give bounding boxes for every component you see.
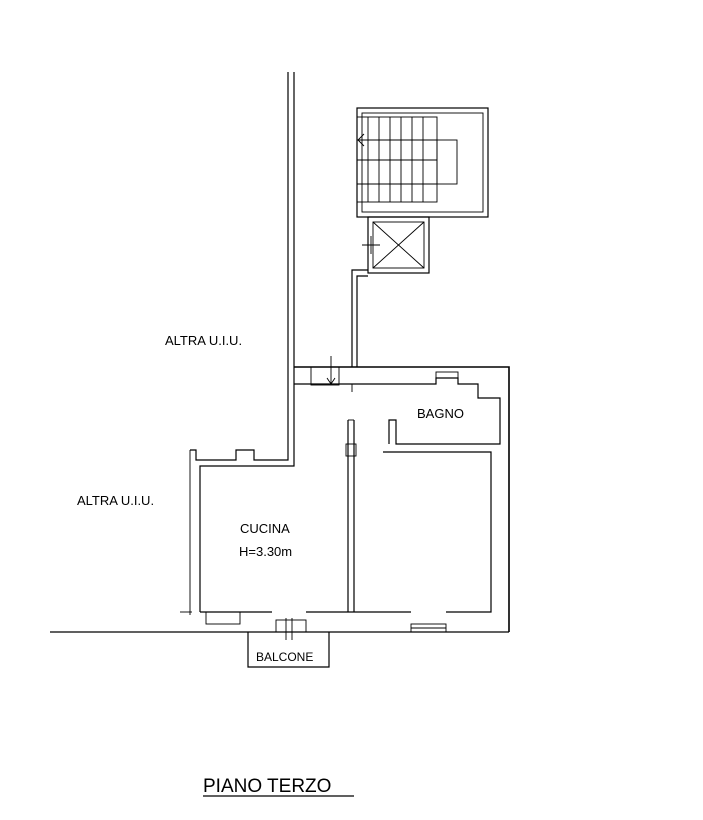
- balcony: [247, 632, 330, 668]
- label-cucina: CUCINA: [240, 521, 290, 536]
- entrance-door: [310, 356, 340, 386]
- stair-treads: [357, 117, 437, 202]
- kitchen-fixture: [205, 611, 241, 625]
- label-cucina-height: H=3.30m: [239, 544, 292, 559]
- bagno-walls: [350, 371, 501, 445]
- balcony-door: [275, 618, 307, 640]
- label-altra-uiu-left: ALTRA U.I.U.: [77, 493, 154, 508]
- entrance-arrow-icon: [326, 377, 336, 385]
- label-bagno: BAGNO: [417, 406, 464, 421]
- stair-arrow-icon: [357, 133, 365, 147]
- label-balcone: BALCONE: [256, 650, 313, 664]
- label-altra-uiu-upper: ALTRA U.I.U.: [165, 333, 242, 348]
- page-title: PIANO TERZO: [203, 776, 331, 797]
- bedroom-window: [410, 623, 447, 633]
- interior-partition: [345, 419, 357, 612]
- staircase: [356, 107, 489, 218]
- corridor-walls: [351, 269, 368, 367]
- party-wall: [180, 72, 295, 615]
- elevator-shaft: [362, 216, 430, 274]
